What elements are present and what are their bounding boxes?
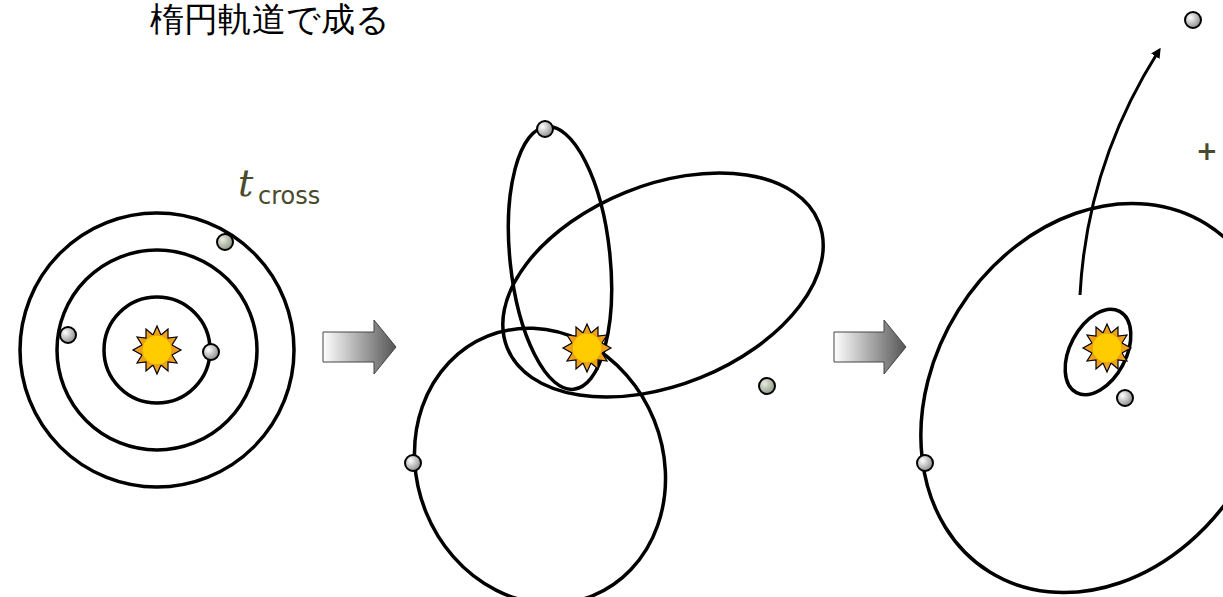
escape-arrow	[1080, 52, 1158, 295]
step-arrow	[323, 320, 396, 374]
final-orbits	[849, 137, 1223, 597]
time-subscript: cross	[258, 184, 320, 208]
step-arrow	[834, 320, 906, 374]
circular-orbits	[20, 213, 294, 487]
crossing-orbits	[374, 121, 857, 597]
time-symbol: t	[238, 164, 253, 202]
caption-text: 楕円軌道で成る	[150, 2, 390, 36]
plus-sign: +	[1196, 138, 1218, 164]
